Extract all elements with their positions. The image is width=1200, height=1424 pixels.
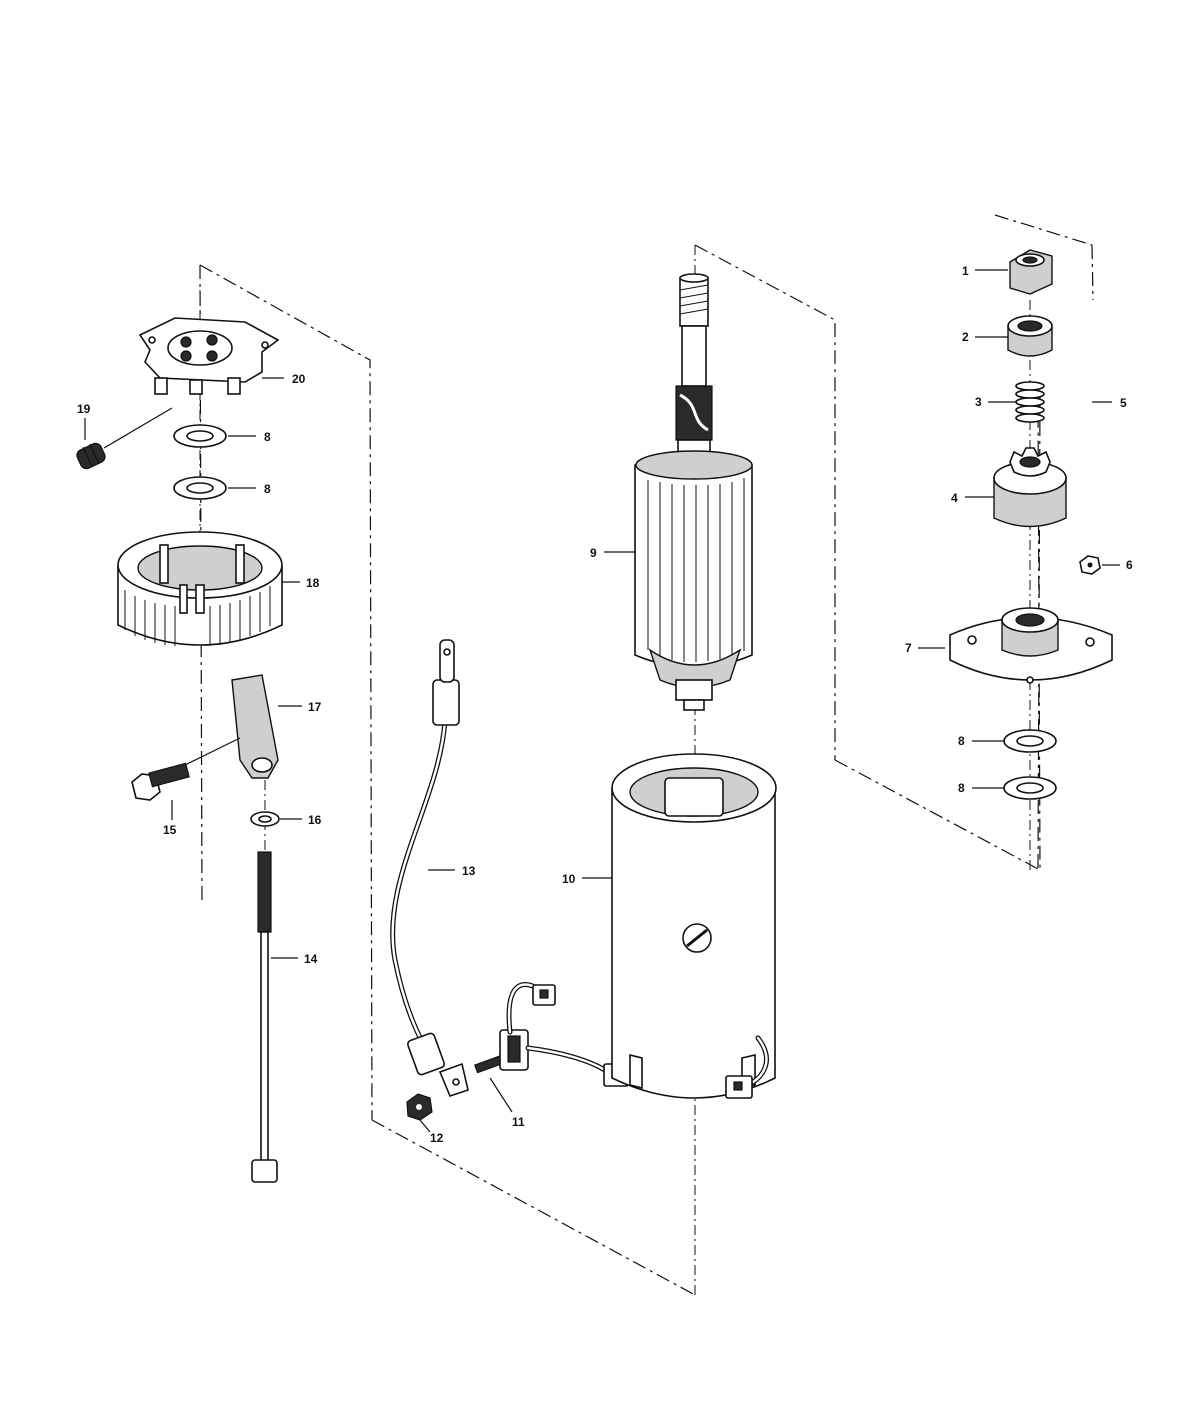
callout-8-right-lower: 8 <box>958 781 965 795</box>
callout-15: 15 <box>163 823 177 837</box>
callout-17: 17 <box>308 700 322 714</box>
callout-6: 6 <box>1126 558 1133 572</box>
leader-lines <box>228 269 1120 1133</box>
armature-windings <box>647 478 745 662</box>
spring-part-3 <box>1015 381 1045 423</box>
callout-8-left-lower: 8 <box>264 482 271 496</box>
callout-3: 3 <box>975 395 982 409</box>
washers-part-8-left <box>173 424 227 500</box>
bracket-part-17 <box>184 674 279 779</box>
group-boundaries <box>199 214 1094 1296</box>
assembly-axes <box>199 245 1031 1295</box>
callout-2: 2 <box>962 330 969 344</box>
end-head-part-7 <box>949 607 1113 684</box>
through-bolt-part-14 <box>251 851 278 1183</box>
washers-part-8-right <box>1003 729 1057 800</box>
ring-knurl <box>124 586 271 646</box>
callout-4: 4 <box>951 491 958 505</box>
lockwasher-part-16 <box>250 811 280 827</box>
nut-part-6 <box>1079 555 1101 575</box>
brush-holder-part-18 <box>117 531 283 646</box>
end-plate-part-20 <box>138 317 280 395</box>
callout-16: 16 <box>308 813 322 827</box>
callout-14: 14 <box>304 952 318 966</box>
armature-part-9 <box>634 273 753 711</box>
pinion-part-4 <box>993 447 1067 528</box>
callout-10: 10 <box>562 872 576 886</box>
callout-12: 12 <box>430 1131 444 1145</box>
callout-7: 7 <box>905 641 912 655</box>
callout-labels: 1 2 3 4 5 6 7 8 8 8 8 9 10 11 12 13 14 1… <box>77 264 1133 1145</box>
callout-19: 19 <box>77 402 91 416</box>
nut-part-12 <box>406 1093 433 1121</box>
callout-5: 5 <box>1120 396 1127 410</box>
callout-18: 18 <box>306 576 320 590</box>
brush-part-11 <box>474 982 629 1087</box>
callout-9: 9 <box>590 546 597 560</box>
callout-13: 13 <box>462 864 476 878</box>
callout-8-left-upper: 8 <box>264 430 271 444</box>
nut-part-1 <box>1009 249 1053 295</box>
callout-8-right-upper: 8 <box>958 734 965 748</box>
callout-1: 1 <box>962 264 969 278</box>
field-frame-part-10 <box>611 753 777 1099</box>
collar-part-2 <box>1007 315 1053 357</box>
spring-part-19 <box>76 407 173 470</box>
bolt-part-15 <box>131 762 190 820</box>
callout-20: 20 <box>292 372 306 386</box>
cable-part-13 <box>390 639 469 1097</box>
callout-11: 11 <box>512 1115 525 1129</box>
